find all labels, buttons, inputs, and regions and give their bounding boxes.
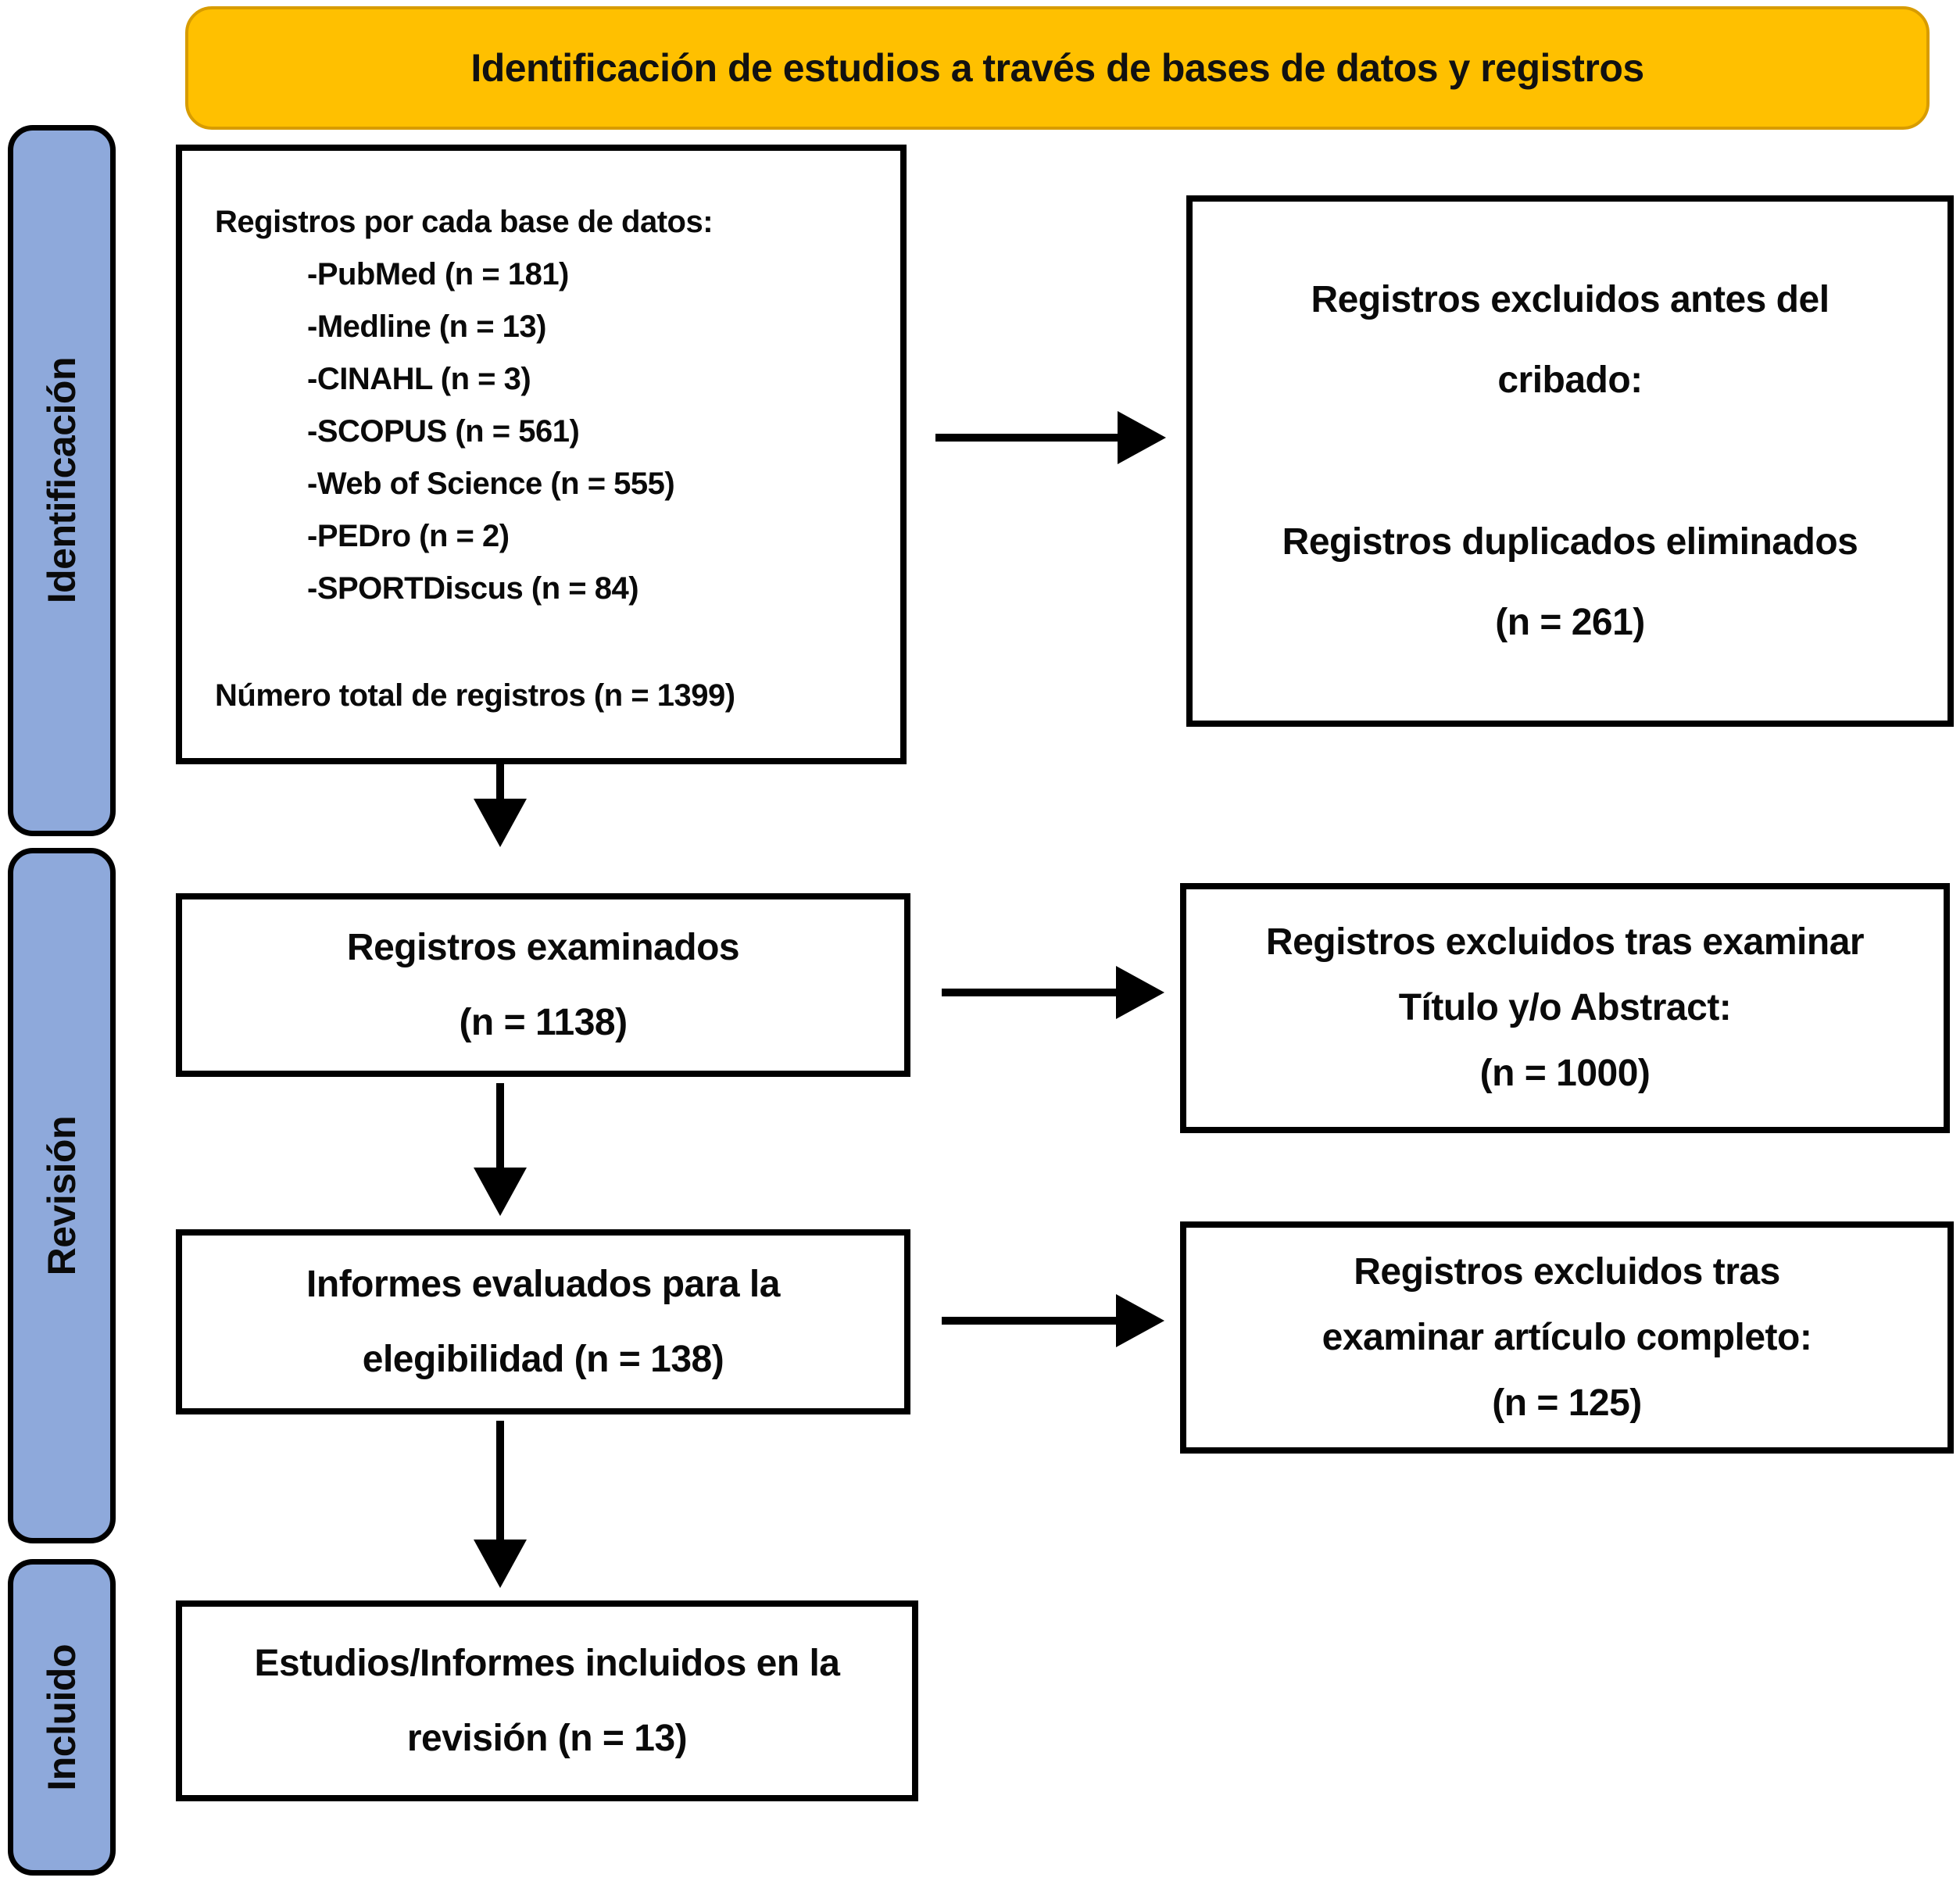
excluded-title-line3: (n = 1000) — [1479, 1053, 1651, 1094]
database-item: -PubMed (n = 181) — [307, 257, 569, 291]
arrow-down-line-3 — [496, 1421, 504, 1546]
database-item: -Medline (n = 13) — [307, 309, 547, 344]
excluded-fulltext-box: Registros excluidos tras examinar artícu… — [1180, 1221, 1954, 1454]
excluded-title-line1: Registros excluidos tras examinar — [1265, 921, 1865, 963]
databases-heading: Registros por cada base de datos: — [215, 205, 714, 239]
arrow-right-line-2 — [942, 989, 1121, 996]
excluded-before-line3: Registros duplicados eliminados — [1282, 520, 1858, 563]
stage-label-included: Incluido — [8, 1559, 116, 1876]
database-item: -SPORTDiscus (n = 84) — [307, 571, 639, 606]
stage-label-screening-text: Revisión — [40, 1115, 84, 1276]
arrow-right-line-1 — [935, 434, 1123, 442]
databases-box: Registros por cada base de datos: -PubMe… — [176, 145, 907, 764]
records-screened-line2: (n = 1138) — [459, 1001, 628, 1043]
records-screened-box: Registros examinados (n = 1138) — [176, 893, 910, 1077]
records-screened-line1: Registros examinados — [346, 926, 740, 968]
stage-label-screening: Revisión — [8, 848, 116, 1543]
arrow-right-icon-2 — [1116, 966, 1164, 1019]
eligibility-line1: Informes evaluados para la — [306, 1263, 780, 1305]
stage-label-identification: Identificación — [8, 125, 116, 836]
diagram-title: Identificación de estudios a través de b… — [470, 46, 1644, 90]
arrow-down-icon-2 — [474, 1168, 527, 1216]
arrow-right-icon-3 — [1116, 1294, 1164, 1347]
excluded-before-line4: (n = 261) — [1495, 601, 1645, 643]
excluded-before-line2: cribado: — [1497, 359, 1643, 402]
stage-label-identification-text: Identificación — [40, 357, 84, 604]
database-item: -SCOPUS (n = 561) — [307, 414, 580, 449]
arrow-down-line-2 — [496, 1083, 504, 1173]
title-banner: Identificación de estudios a través de b… — [185, 6, 1930, 130]
database-item: -CINAHL (n = 3) — [307, 362, 531, 396]
stage-label-included-text: Incluido — [40, 1643, 84, 1791]
arrow-down-line-1 — [496, 764, 504, 805]
excluded-fulltext-line3: (n = 125) — [1492, 1382, 1642, 1424]
eligibility-box: Informes evaluados para la elegibilidad … — [176, 1229, 910, 1414]
eligibility-line2: elegibilidad (n = 138) — [362, 1338, 724, 1380]
excluded-title-abstract-box: Registros excluidos tras examinar Título… — [1180, 883, 1950, 1133]
arrow-down-icon-3 — [474, 1540, 527, 1588]
excluded-fulltext-line1: Registros excluidos tras — [1354, 1250, 1780, 1293]
arrow-right-icon-1 — [1118, 411, 1166, 464]
excluded-fulltext-line2: examinar artículo completo: — [1322, 1316, 1812, 1358]
included-line2: revisión (n = 13) — [406, 1717, 688, 1759]
included-line1: Estudios/Informes incluidos en la — [254, 1642, 840, 1684]
excluded-before-screening-box: Registros excluidos antes del cribado: R… — [1186, 195, 1954, 727]
arrow-down-icon-1 — [474, 799, 527, 847]
studies-included-box: Estudios/Informes incluidos en la revisi… — [176, 1600, 918, 1801]
excluded-before-line1: Registros excluidos antes del — [1311, 279, 1829, 321]
database-item: -Web of Science (n = 555) — [307, 467, 675, 501]
databases-total: Número total de registros (n = 1399) — [215, 678, 735, 713]
excluded-title-line2: Título y/o Abstract: — [1398, 987, 1732, 1028]
arrow-right-line-3 — [942, 1317, 1121, 1325]
databases-list: -PubMed (n = 181) -Medline (n = 13) -CINAH… — [215, 249, 885, 615]
database-item: -PEDro (n = 2) — [307, 519, 510, 553]
